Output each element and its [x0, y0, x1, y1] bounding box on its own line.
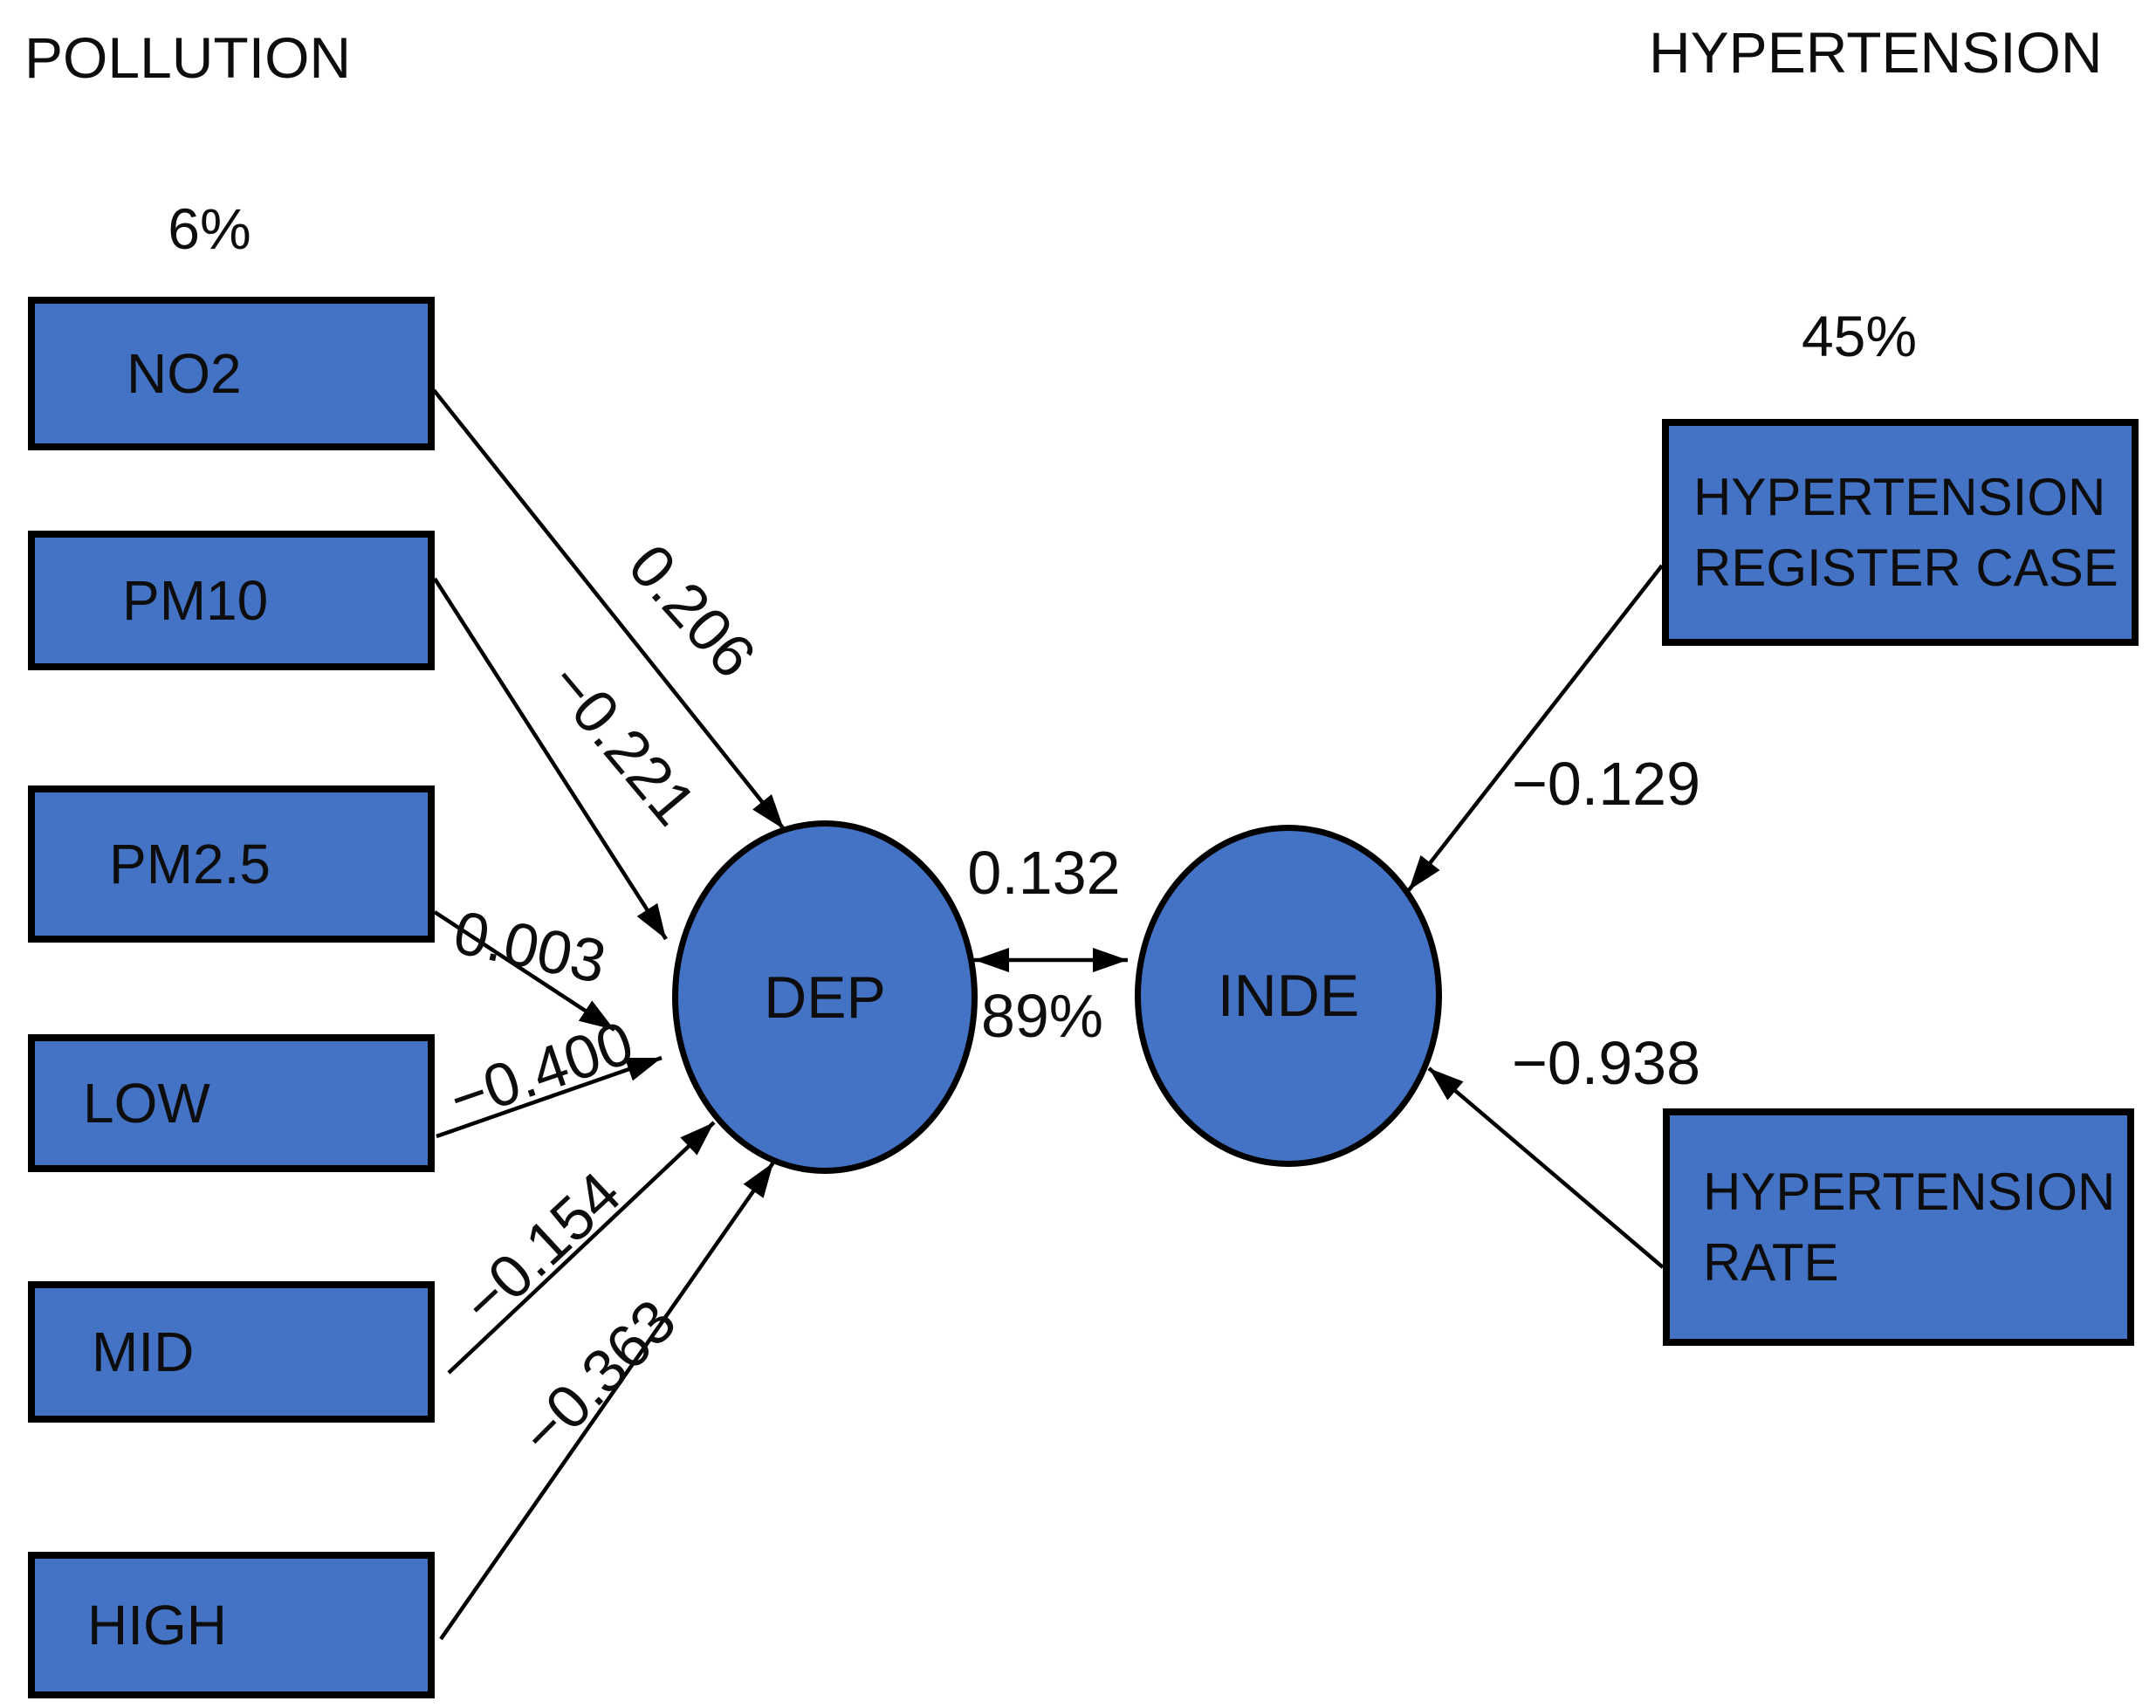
arrow-registercase-inde — [1407, 564, 1664, 892]
indicator-box-low: LOW — [28, 1034, 435, 1172]
latent-label-dep: DEP — [764, 964, 886, 1031]
arrow-no2-dep — [432, 388, 786, 831]
indicator-label-mid: MID — [92, 1320, 195, 1383]
indicator-label-high: HIGH — [87, 1594, 227, 1657]
indicator-box-hypertension-register-case: HYPERTENSION REGISTER CASE — [1662, 419, 2139, 646]
shared-variance-label: 89% — [980, 982, 1104, 1050]
loading-label-hypertension-rate: −0.938 — [1511, 1029, 1701, 1097]
indicator-label-hypertension-register-case: HYPERTENSION REGISTER CASE — [1693, 468, 2118, 597]
indicator-box-no2: NO2 — [28, 297, 435, 450]
indicator-label-no2: NO2 — [127, 342, 242, 405]
indicator-box-high: HIGH — [28, 1552, 435, 1698]
pollution-group-title: POLLUTION — [24, 25, 352, 90]
arrow-mid-dep — [447, 1121, 716, 1375]
arrow-pm10-dep — [433, 577, 668, 941]
latent-label-inde: INDE — [1217, 963, 1360, 1029]
arrow-pm25-dep — [433, 910, 616, 1032]
indicator-label-low: LOW — [83, 1072, 210, 1135]
indicator-label-pm25: PM2.5 — [109, 833, 271, 895]
indicator-label-pm10: PM10 — [122, 569, 269, 632]
indicator-label-hypertension-rate: HYPERTENSION RATE — [1703, 1163, 2116, 1292]
latent-node-dep: DEP — [672, 820, 978, 1174]
arrow-low-dep — [436, 1055, 663, 1139]
indicator-box-hypertension-rate: HYPERTENSION RATE — [1663, 1108, 2134, 1346]
loading-label-hypertension-register-case: −0.129 — [1511, 750, 1701, 818]
latent-node-inde: INDE — [1135, 825, 1442, 1167]
indicator-box-mid: MID — [28, 1281, 435, 1423]
arrow-rate-inde — [1427, 1067, 1665, 1269]
pollution-variance-label: 6% — [168, 196, 251, 261]
hypertension-group-title: HYPERTENSION — [1649, 20, 2103, 85]
hypertension-variance-label: 45% — [1801, 304, 1918, 368]
arrow-high-dep — [439, 1161, 775, 1641]
indicator-box-pm10: PM10 — [28, 531, 435, 670]
covariance-label: 0.132 — [967, 839, 1121, 907]
indicator-box-pm25: PM2.5 — [28, 785, 435, 943]
